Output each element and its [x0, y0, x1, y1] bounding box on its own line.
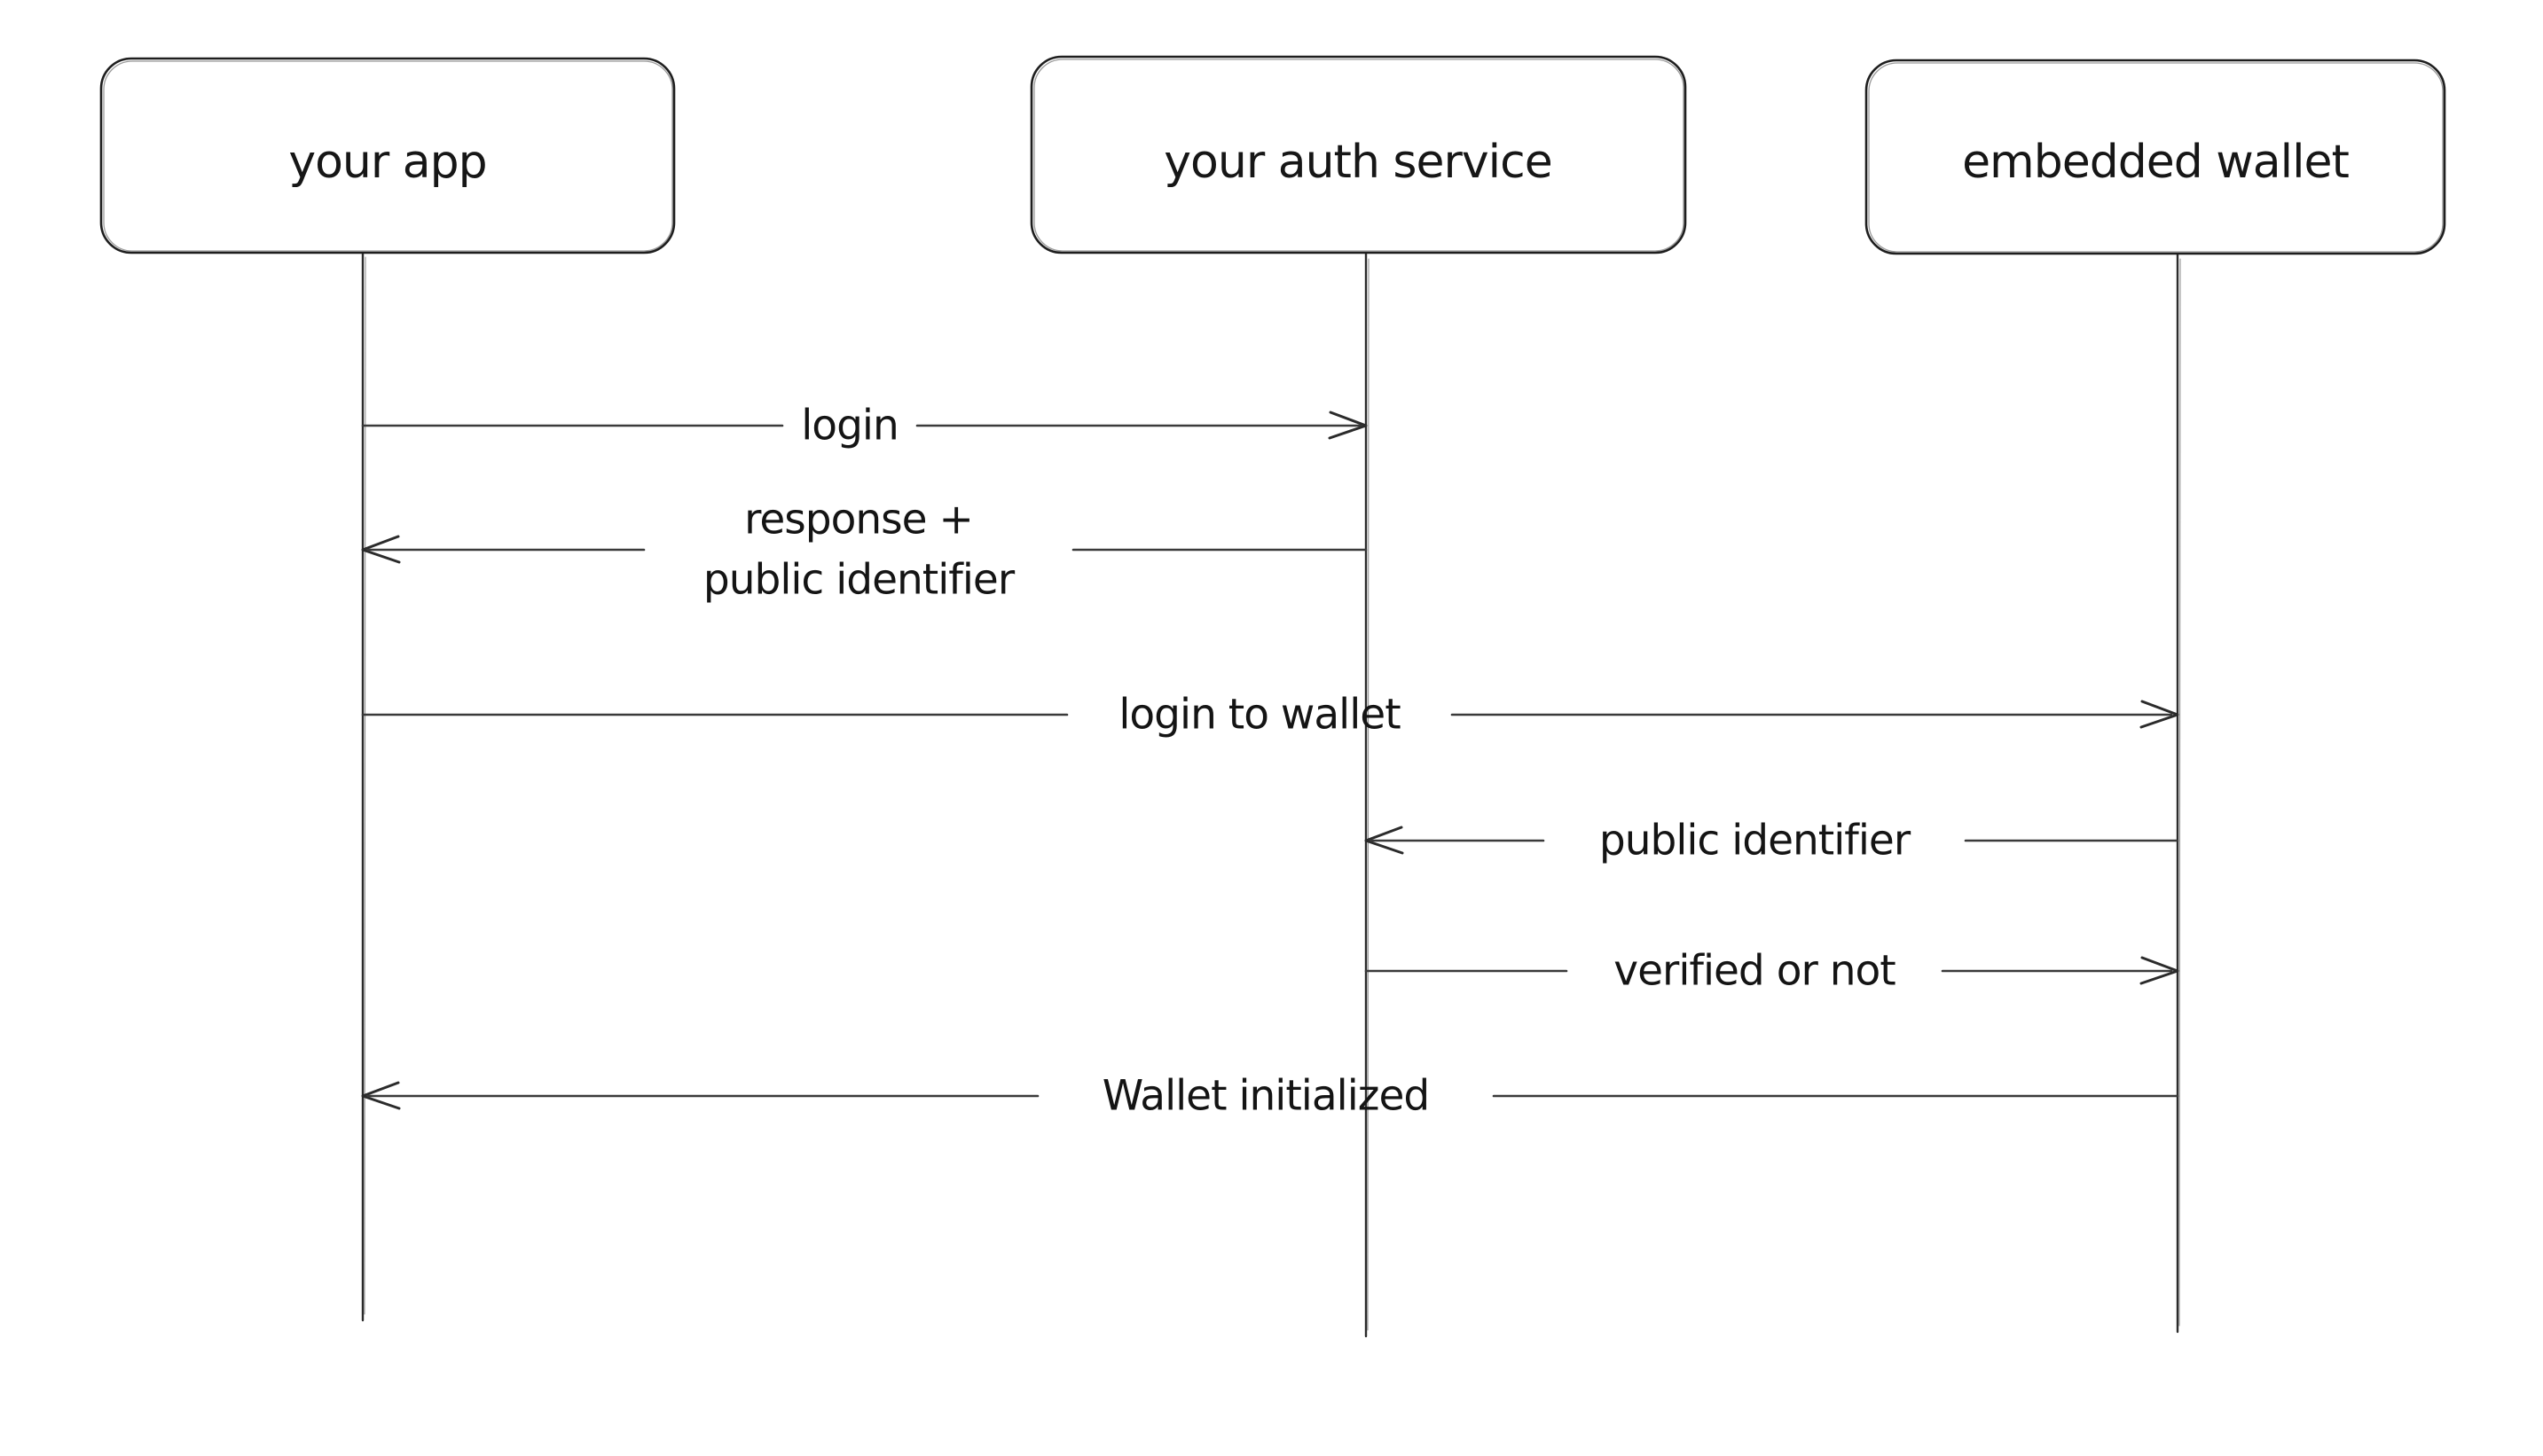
- lifeline-ghost-line: [2178, 258, 2181, 1327]
- message-wallet-initialized: Wallet initialized: [361, 1072, 2179, 1121]
- lifeline-ghost-line: [1367, 258, 1370, 1331]
- actor-label: your auth service: [1164, 136, 1551, 189]
- actor-label: your app: [288, 136, 486, 189]
- actor-box-shape: [1864, 59, 2446, 255]
- actor-embedded-wallet: embedded wallet: [1864, 59, 2446, 255]
- message-label-line-2: public identifier: [703, 556, 1016, 605]
- actor-box-shape: [1030, 55, 1687, 254]
- arrowhead-left-icon: [361, 1081, 401, 1110]
- actor-box-sketch-stroke: [1868, 62, 2444, 253]
- message-label: verified or not: [1613, 947, 1895, 996]
- lifeline-your-auth-service: [1364, 251, 1370, 1338]
- message-label-line-1: response +: [744, 496, 973, 544]
- arrowhead-right-icon: [2139, 956, 2179, 985]
- actor-your-app: your app: [99, 57, 676, 254]
- arrowhead-right-icon: [2139, 700, 2179, 729]
- arrowhead-left-icon: [361, 535, 401, 564]
- arrowhead-right-icon: [1328, 411, 1368, 440]
- actor-box-shape: [99, 57, 676, 254]
- message-label: Wallet initialized: [1103, 1072, 1429, 1121]
- actor-box-sketch-stroke: [1033, 59, 1684, 252]
- message-login-to-wallet: login to wallet: [361, 691, 2179, 740]
- message-response-public-identifier: response + public identifier: [361, 496, 1368, 605]
- message-login: login: [361, 402, 1368, 450]
- message-label: login to wallet: [1118, 691, 1401, 740]
- lifeline-embedded-wallet: [2176, 252, 2181, 1334]
- message-verified-or-not: verified or not: [1364, 947, 2179, 996]
- message-label: public identifier: [1599, 817, 1911, 865]
- actor-label: embedded wallet: [1962, 136, 2349, 189]
- actor-box-sketch-stroke: [103, 60, 673, 252]
- arrowhead-left-icon: [1364, 826, 1404, 855]
- lifeline-your-app: [361, 251, 366, 1322]
- actor-your-auth-service: your auth service: [1030, 55, 1687, 254]
- message-label: login: [801, 402, 899, 450]
- message-public-identifier: public identifier: [1364, 817, 2179, 865]
